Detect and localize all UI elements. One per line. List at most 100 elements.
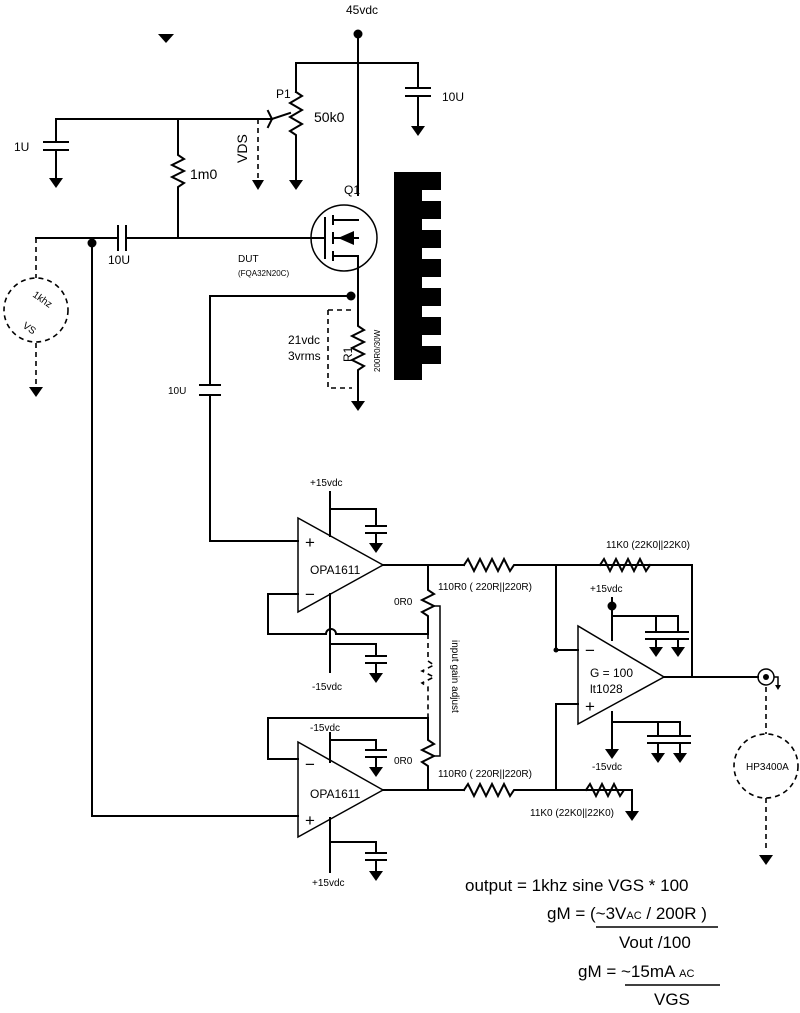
opamp-top-vplus-wire — [329, 491, 377, 537]
source-ground-arrow-icon — [29, 387, 43, 397]
opamp-bottom-vplus-wire — [329, 817, 377, 873]
resistor-feedback-label: 11K0 (22K0||22K0) — [606, 540, 690, 551]
bypass-capacitor — [405, 62, 431, 136]
resistor-gnd-label: 11K0 (22K0||22K0) — [530, 808, 614, 819]
equation-gm1: gM = (~3VAC / 200R ) — [547, 904, 707, 923]
mosfet-q1 — [310, 204, 378, 301]
coupling-capacitor — [199, 384, 221, 396]
source-ref-label: VS — [20, 320, 38, 337]
p1-value-label: 50k0 — [314, 109, 345, 125]
coupling-wire — [209, 295, 352, 542]
resistor-feedback — [598, 556, 652, 574]
opamp-lt1028 — [577, 624, 666, 726]
lt-part-label: lt1028 — [590, 682, 623, 696]
gain-adjust-label: input gain adjust — [449, 640, 460, 713]
opamp-bottom-vplus-bypass — [365, 852, 387, 881]
r1-value-label: 200R0/30W — [373, 329, 382, 372]
resistor-in-top-label: 110R0 ( 220R||220R) — [438, 582, 532, 593]
meter-ground-arrow-icon — [759, 855, 773, 865]
gate-filter-capacitor — [43, 118, 179, 188]
resistor-0r0-top — [419, 564, 437, 635]
input-gate-wire — [91, 242, 299, 817]
input-coupling-cap-label: 10U — [108, 253, 130, 267]
heatsink — [394, 172, 441, 380]
equation-gm2: gM = ~15mA AC — [578, 962, 694, 981]
source-probe-line — [327, 309, 352, 389]
equation-gm1-rhs: / 200R ) — [642, 904, 707, 923]
meter-hp3400a — [733, 733, 799, 799]
opamp-bottom-vplus-label: +15vdc — [312, 878, 345, 889]
lt-vplus-label: +15vdc — [590, 584, 623, 595]
dc-voltage-label: 21vdc — [288, 333, 320, 347]
resistor-gnd-ground-icon — [625, 811, 639, 821]
gate-resistor-label: 1m0 — [190, 166, 217, 182]
opamp-top-part: OPA1611 — [310, 563, 361, 577]
resistor-0r0-top-label: 0R0 — [394, 597, 413, 608]
opamp-bottom-feedback — [267, 717, 299, 760]
vds-probe-arrow-icon — [252, 180, 264, 190]
opamp-bottom-plus: + — [305, 811, 315, 830]
opamp-top-vplus-label: +15vdc — [310, 478, 343, 489]
resistor-0r0-bottom — [267, 717, 437, 791]
lt-vplus-wire — [611, 597, 679, 641]
opamp-top-vneg-bypass — [365, 655, 387, 683]
equation-gm2-sub: AC — [679, 968, 694, 980]
meter-label: HP3400A — [746, 762, 789, 773]
resistor-in-bottom — [462, 781, 519, 799]
p1-ref-label: P1 — [276, 87, 291, 101]
opamp-top-minus: − — [305, 585, 315, 604]
dut-label: DUT — [238, 254, 259, 265]
input-coupling-capacitor — [117, 225, 127, 251]
bypass-cap-label: 10U — [442, 90, 464, 104]
source-freq-label: 1khz — [30, 289, 54, 310]
source-wire — [349, 299, 367, 403]
supply-45v-label: 45vdc — [346, 3, 378, 17]
lt-plus: + — [585, 697, 595, 716]
rms-voltage-label: 3vrms — [288, 349, 321, 363]
opamp-top-vplus-bypass — [365, 525, 387, 553]
opamp-bottom-vneg-label: -15vdc — [310, 723, 340, 734]
equation-gm2-denominator: VGS — [654, 990, 690, 1009]
coupling-cap-label: 10U — [168, 386, 186, 397]
dut-part-label: (FQA32N20C) — [238, 269, 289, 278]
source-vs — [3, 277, 69, 343]
resistor-gnd — [584, 781, 633, 813]
marker-triangle-icon — [158, 34, 174, 43]
supply-rail — [295, 33, 419, 196]
lt-vneg-ground-icon — [605, 749, 619, 759]
equation-gm1-sub: AC — [626, 910, 641, 922]
equation-gm1-denominator: Vout /100 — [619, 933, 691, 952]
output-connector-icon — [757, 668, 781, 690]
gate-filter-cap-label: 1U — [14, 140, 29, 154]
lt-gain-label: G = 100 — [590, 666, 633, 680]
equation-output: output = 1khz sine VGS * 100 — [465, 876, 689, 895]
q1-ref-label: Q1 — [344, 183, 360, 197]
potentiometer-p1 — [177, 90, 304, 190]
gain-pot — [420, 634, 436, 718]
opamp-bottom-vneg-wire — [329, 732, 377, 763]
equation-gm2-lhs: gM = ~15mA — [578, 962, 679, 981]
opamp-top-plus: + — [305, 533, 315, 552]
gain-pot-bracket — [434, 605, 441, 757]
r1-ref-label: R1 — [341, 346, 355, 362]
resistor-in-bottom-label: 110R0 ( 220R||220R) — [438, 769, 532, 780]
lt-vneg-label: -15vdc — [592, 762, 622, 773]
resistor-0r0-bottom-label: 0R0 — [394, 756, 413, 767]
gate-resistor — [169, 118, 187, 239]
vds-label: VDS — [234, 134, 250, 163]
lt-vplus-bypass — [645, 631, 689, 657]
equation-gm1-lhs: gM = (~3V — [547, 904, 627, 923]
lt-vneg-wire — [611, 711, 681, 751]
opamp-top — [297, 516, 385, 614]
lt-inverting-node — [553, 647, 559, 653]
lt-minus: − — [585, 641, 595, 660]
opamp-top-vneg-label: -15vdc — [312, 682, 342, 693]
lt-vneg-bypass — [647, 735, 691, 763]
opamp-bottom-minus: − — [305, 755, 315, 774]
opamp-bottom-part: OPA1611 — [310, 787, 361, 801]
resistor-in-top — [462, 556, 519, 574]
r1-ground-icon — [351, 401, 365, 411]
opamp-bottom-vneg-bypass — [365, 749, 387, 777]
opamp-bottom — [297, 740, 385, 839]
